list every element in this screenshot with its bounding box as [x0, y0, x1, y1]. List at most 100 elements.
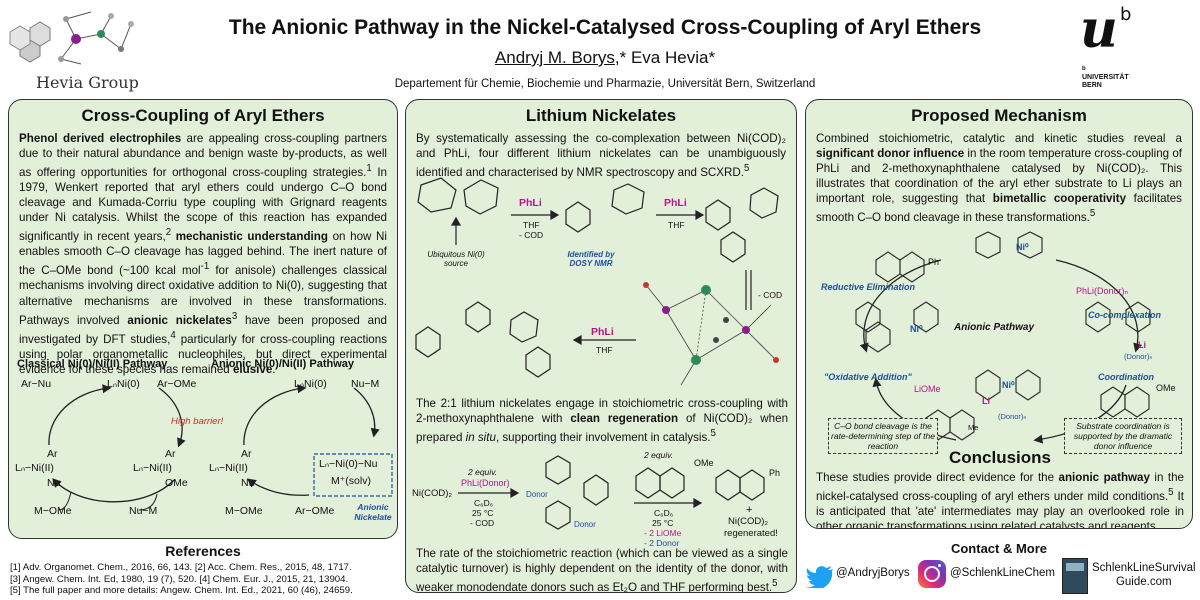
author-2: Eva Hevia*	[626, 48, 716, 67]
website-link[interactable]: SchlenkLineSurvival Guide.com	[1092, 561, 1196, 589]
s-reagent: PhLi(Donor)	[461, 478, 510, 488]
s3-cod: - COD	[758, 290, 783, 300]
uni-name-2: BERN	[1082, 82, 1102, 89]
panel-proposed-mechanism: Proposed Mechanism Combined stoichiometr…	[805, 99, 1193, 529]
p3-sup: 5	[1089, 208, 1096, 220]
s4-thf: THF	[596, 345, 613, 355]
p1-sup2: 2	[165, 227, 172, 239]
panel1-paragraph: Phenol derived electrophiles are appeali…	[9, 131, 397, 377]
a-top-right: Nu−M	[351, 378, 380, 390]
instagram-icon[interactable]	[918, 560, 946, 588]
university-bern-logo: u b b UNIVERSITÄT BERN	[1070, 4, 1190, 96]
instagram-handle[interactable]: @SchlenkLineChem	[950, 567, 1056, 579]
s-regen: regenerated!	[724, 528, 778, 539]
s-ome: OMe	[694, 458, 714, 468]
c-left-core: Lₙ−Ni(II)	[15, 462, 54, 474]
s-start: Ni(COD)₂	[412, 488, 453, 499]
s-ph: Ph	[769, 468, 781, 478]
catalytic-cycles-diagram	[48, 384, 393, 511]
m-li-bottom: Li	[982, 396, 990, 406]
m-ni-bottom: Ni⁰	[1002, 380, 1015, 390]
twitter-handle[interactable]: @AndryjBorys	[836, 567, 910, 579]
panel-lithium-nickelates: Lithium Nickelates By systematically ass…	[405, 99, 797, 593]
p3-bold1: significant donor influence	[816, 147, 965, 161]
p1-sup3: -1	[200, 261, 210, 273]
website-line-2[interactable]: Guide.com	[1115, 576, 1172, 588]
c-top-right: Ar−OMe	[157, 378, 197, 390]
p2-para2-bold: clean regeneration	[570, 412, 679, 426]
mechanism-cycle	[855, 231, 1151, 444]
ubiquitous-label: Ubiquitous Ni(0) source	[427, 250, 485, 268]
c-top-mid: LₙNi(0)	[107, 378, 140, 390]
s-cond3: - COD	[470, 518, 495, 528]
references-list: [1] Adv. Organomet. Chem., 2016, 66, 143…	[10, 562, 405, 597]
s-donor-2: Donor	[574, 520, 596, 529]
s-cond5: 25 °C	[652, 518, 674, 528]
m-ph-product: Ph	[928, 257, 940, 267]
contact-title: Contact & More	[950, 541, 1048, 556]
m-phli-donor: PhLi(Donor)ₙ	[1076, 286, 1128, 297]
s1-phli: PhLi	[519, 197, 542, 209]
m-donor-right: (Donor)ₙ	[1124, 352, 1153, 361]
a-box-1: Lₙ−Ni(0)−Nu	[319, 458, 378, 470]
m-oxadd: "Oxidative Addition"	[824, 372, 912, 382]
panel2-para2: The 2:1 lithium nickelates engage in sto…	[406, 396, 796, 445]
p3-c: facilitates smooth C–O bond cleavage in …	[816, 192, 1182, 225]
concl-b: in the nickel-catalysed cross-coupling o…	[816, 471, 1184, 503]
a-top-mid: LₙNi(0)	[294, 378, 327, 390]
c-bot-right: Nu−M	[129, 505, 158, 517]
p2-para2-b: of Ni(COD)₂ when prepared	[416, 412, 789, 445]
p1-bold1: Phenol derived electrophiles	[19, 132, 182, 145]
panel2-para3: The rate of the stoichiometric reaction …	[406, 546, 796, 593]
panel2-title: Lithium Nickelates	[525, 106, 677, 125]
p1-bold2: mechanistic understanding	[171, 230, 328, 244]
m-ni0-top: Ni⁰	[1016, 242, 1029, 252]
a-left-nu: Nu	[241, 477, 255, 489]
panel-cross-coupling: Cross-Coupling of Aryl Ethers Phenol der…	[8, 99, 398, 539]
panel2-intro: By systematically assessing the co-compl…	[406, 131, 796, 180]
references-title: References	[165, 543, 241, 559]
p2-para3-text: The rate of the stoichiometric reaction …	[416, 547, 788, 593]
a-left-core: Lₙ−Ni(II)	[209, 462, 248, 474]
p1-text1: are appealing cross-coupling partners du…	[19, 132, 387, 180]
p1-sup4: 3	[231, 310, 238, 322]
a-left-ar: Ar	[241, 448, 252, 460]
hevia-group-logo: Hevia Group	[6, 4, 146, 94]
author-1: Andryj M. Borys	[494, 48, 615, 67]
p2-intro-sup: 5	[744, 163, 750, 175]
poster-title: The Anionic Pathway in the Nickel-Cataly…	[228, 16, 982, 39]
uni-logo-sup: b	[1120, 4, 1132, 25]
a-box-2: M⁺(solv)	[331, 475, 371, 487]
dosy-label: Identified by DOSY NMR	[567, 250, 615, 268]
twitter-icon[interactable]	[805, 562, 833, 590]
uni-small-b: b	[1082, 66, 1086, 72]
p3-a: Combined stoichiometric, catalytic and k…	[816, 132, 1182, 145]
c-right-ome: OMe	[165, 477, 188, 489]
anionic-title: Anionic Ni(0)/Ni(II) Pathway	[211, 358, 355, 370]
s-equiv: 2 equiv.	[468, 467, 498, 477]
p1-text3: on how Ni enables smooth C–O cleavage ha…	[19, 230, 388, 278]
m-li-right: Li	[1138, 340, 1146, 350]
concl-a: These studies provide direct evidence fo…	[816, 471, 1059, 484]
c-bot-left: M−OMe	[34, 505, 72, 517]
m-anionic: Anionic Pathway	[954, 322, 1035, 333]
s1-cod: - COD	[519, 230, 544, 240]
m-lione: LiOMe	[914, 384, 941, 394]
c-right-core: Lₙ−Ni(II)	[133, 462, 172, 474]
book-cover-icon	[1062, 558, 1088, 594]
s4-phli: PhLi	[591, 326, 614, 338]
uni-logo-letter: u	[1080, 0, 1118, 60]
panel3-paragraph: Combined stoichiometric, catalytic and k…	[806, 131, 1192, 225]
s-cond7: - 2 Donor	[644, 538, 680, 548]
m-phli-donor-text: PhLi(Donor)ₙ	[1076, 286, 1129, 296]
s2-thf: THF	[668, 220, 685, 230]
p1-bold3: anionic nickelates	[119, 313, 232, 327]
website-line-1[interactable]: SchlenkLineSurvival	[1092, 562, 1196, 574]
p1-text5: have been proposed and investigated by D…	[19, 313, 387, 346]
note-substrate-coordination: Substrate coordination is supported by t…	[1064, 418, 1182, 454]
a-bot-right: Ar−OMe	[295, 505, 335, 517]
s-equiv2: 2 equiv.	[644, 450, 674, 460]
s2-phli: PhLi	[664, 197, 687, 209]
reference-line: [3] Angew. Chem. Int. Ed, 1980, 19 (7), …	[10, 573, 349, 585]
author-1-suffix: ,*	[614, 48, 627, 67]
